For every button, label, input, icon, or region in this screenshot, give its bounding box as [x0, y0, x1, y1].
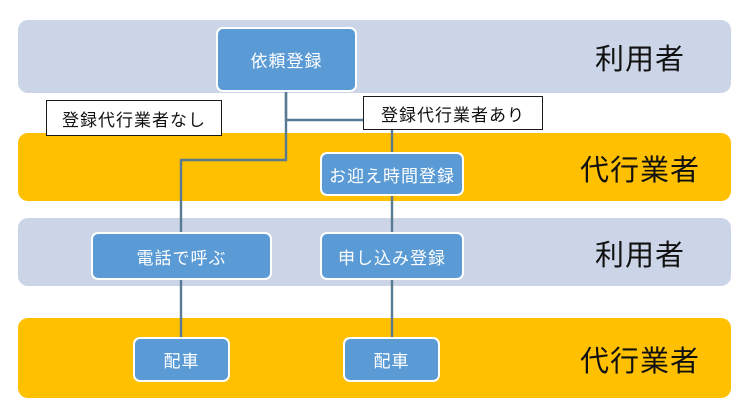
node-call-by-phone[interactable]: 電話で呼ぶ	[91, 232, 272, 280]
swimlane-label-user-top: 利用者	[594, 44, 686, 76]
swimlane-band-1	[18, 20, 731, 93]
node-dispatch-right[interactable]: 配車	[343, 337, 440, 382]
swimlane-label-agent-bottom: 代行業者	[579, 346, 701, 378]
node-pickup-time-register[interactable]: お迎え時間登録	[320, 152, 464, 196]
node-dispatch-left[interactable]: 配車	[133, 337, 230, 382]
condition-label-has-agent: 登録代行業者あり	[363, 96, 543, 130]
condition-label-no-agent: 登録代行業者なし	[46, 100, 222, 136]
node-request-registration[interactable]: 依頼登録	[216, 27, 357, 92]
swimlane-label-agent-upper: 代行業者	[579, 155, 701, 187]
swimlane-label-user-lower: 利用者	[594, 240, 686, 272]
node-application-register[interactable]: 申し込み登録	[320, 232, 464, 280]
